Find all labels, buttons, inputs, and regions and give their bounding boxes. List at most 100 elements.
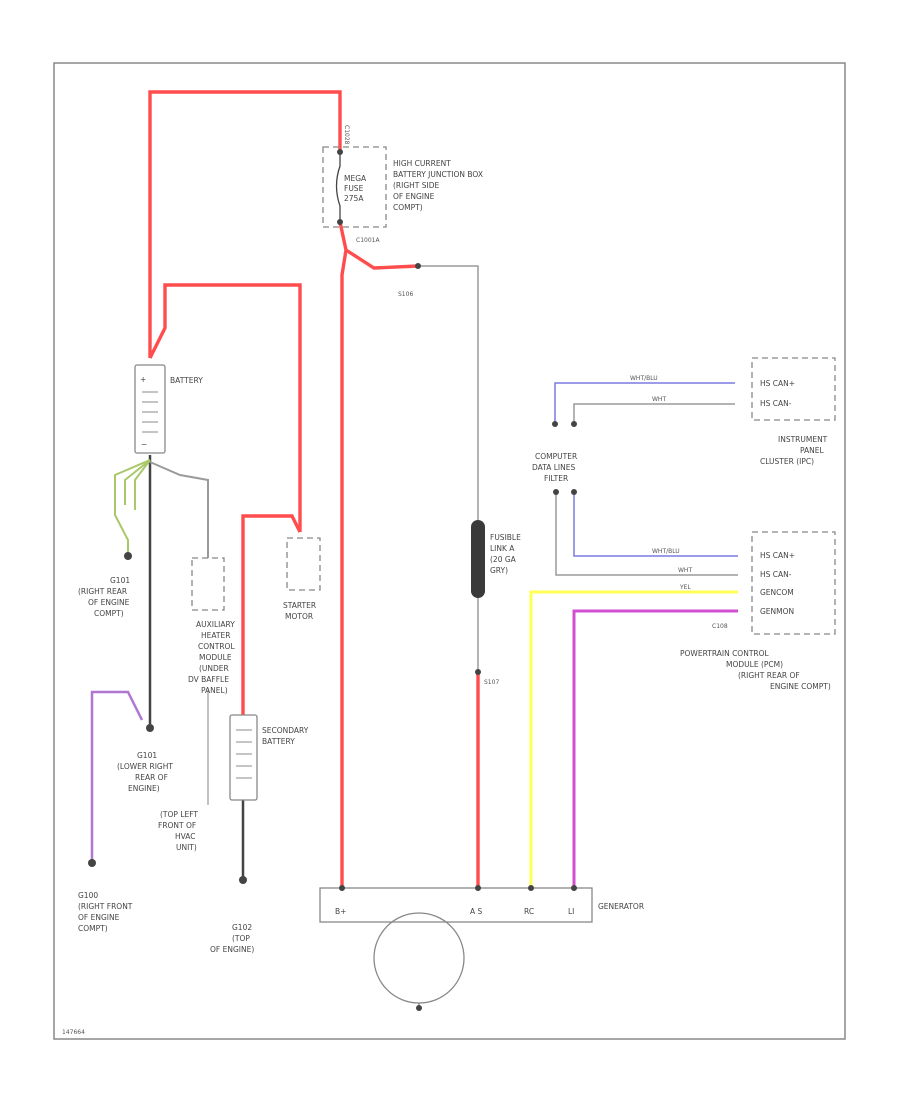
svg-text:OF ENGINE: OF ENGINE: [88, 598, 130, 607]
svg-text:HS CAN+: HS CAN+: [760, 379, 795, 388]
junction-box-label-1: HIGH CURRENT: [393, 159, 451, 168]
svg-text:INSTRUMENT: INSTRUMENT: [778, 435, 828, 444]
svg-text:A S: A S: [470, 907, 483, 916]
svg-text:(LOWER RIGHT: (LOWER RIGHT: [117, 762, 173, 771]
svg-text:GRY): GRY): [490, 566, 508, 575]
filter-to-pcm-gray-wire: [555, 492, 738, 576]
starter-motor: STARTER MOTOR: [283, 537, 321, 621]
generator-label: GENERATOR: [598, 902, 644, 911]
svg-text:POWERTRAIN CONTROL: POWERTRAIN CONTROL: [680, 649, 770, 658]
battery-positive-red-wire: [148, 90, 342, 358]
pcm-to-generator-rc-yellow-wire: [529, 590, 738, 888]
s107-label: S107: [484, 679, 499, 686]
computer-data-lines-filter: COMPUTER DATA LINES FILTER: [532, 421, 577, 495]
svg-text:PANEL): PANEL): [201, 686, 228, 695]
svg-text:DATA LINES: DATA LINES: [532, 463, 575, 472]
starter-label-1: STARTER: [283, 601, 316, 610]
generator: B+ A S RC LI GENERATOR: [319, 885, 644, 1011]
svg-text:HS CAN-: HS CAN-: [760, 399, 792, 408]
powertrain-control-module: HS CAN+ HS CAN- GENCOM GENMON POWERTRAIN…: [680, 531, 836, 691]
s106-splice: [415, 263, 421, 269]
svg-text:RC: RC: [524, 907, 534, 916]
g100-to-g101-purple-wire: [90, 690, 144, 863]
g101-ground-point: [124, 552, 132, 560]
fusible-link: FUSIBLE LINK A (20 GA GRY): [471, 520, 521, 598]
svg-text:HS CAN+: HS CAN+: [760, 551, 795, 560]
secondary-battery: SECONDARY BATTERY: [229, 714, 309, 801]
junction-box-label-4: OF ENGINE: [393, 192, 435, 201]
svg-text:MODULE: MODULE: [199, 653, 232, 662]
svg-text:WHT/BLU: WHT/BLU: [630, 375, 658, 382]
svg-text:(TOP: (TOP: [232, 934, 250, 943]
svg-text:OF ENGINE): OF ENGINE): [210, 945, 254, 954]
high-current-junction-box: MEGA FUSE 275A HIGH CURRENT BATTERY JUNC…: [322, 146, 483, 228]
svg-text:REAR OF: REAR OF: [135, 773, 168, 782]
battery-label: BATTERY: [170, 376, 203, 385]
svg-text:+: +: [140, 375, 146, 384]
svg-text:FRONT OF: FRONT OF: [158, 821, 196, 830]
mega-fuse-label-1: MEGA: [344, 174, 367, 183]
auxiliary-heater-control-module: AUXILIARY HEATER CONTROL MODULE (UNDER D…: [188, 557, 235, 695]
svg-text:−: −: [141, 440, 147, 449]
svg-text:BATTERY: BATTERY: [262, 737, 295, 746]
svg-text:COMPUTER: COMPUTER: [535, 452, 577, 461]
diagram-frame: [53, 62, 846, 1040]
battery: + − BATTERY: [134, 364, 203, 454]
junction-box-label-3: (RIGHT SIDE: [393, 181, 440, 190]
grounds: G101 (RIGHT REAR OF ENGINE COMPT) G101 (…: [78, 552, 254, 954]
junction-to-generator-red-wire: [338, 221, 348, 888]
svg-text:UNIT): UNIT): [176, 843, 197, 852]
svg-text:(20 GA: (20 GA: [490, 555, 517, 564]
svg-text:(RIGHT REAR: (RIGHT REAR: [78, 587, 127, 596]
svg-text:YEL: YEL: [679, 584, 691, 591]
svg-text:G101: G101: [137, 751, 157, 760]
svg-text:ENGINE COMPT): ENGINE COMPT): [770, 682, 831, 691]
battery-to-aux-heater-gray-wire: [149, 461, 209, 558]
s106-label: S106: [398, 291, 413, 298]
battery-to-g101-green-wires: [114, 459, 151, 555]
g101-lower-ground-point: [146, 724, 154, 732]
filter-to-ipc-gray-wire: [573, 403, 735, 424]
svg-text:WHT: WHT: [652, 396, 666, 403]
svg-text:GENCOM: GENCOM: [760, 588, 794, 597]
junction-box-label-5: COMPT): [393, 203, 423, 212]
g102-ground-point: [239, 876, 247, 884]
svg-text:(TOP LEFT: (TOP LEFT: [160, 810, 198, 819]
svg-text:(RIGHT FRONT: (RIGHT FRONT: [78, 902, 133, 911]
c1001a-label: C1001A: [356, 237, 380, 244]
pcm-to-generator-li-magenta-wire: [572, 609, 738, 888]
battery-to-starter-red-wire: [148, 283, 302, 532]
junction-to-s106-red-wire: [345, 248, 419, 270]
svg-text:FUSIBLE: FUSIBLE: [490, 533, 521, 542]
starter-to-secondary-battery-red-wire: [241, 514, 302, 715]
svg-text:CLUSTER (IPC): CLUSTER (IPC): [760, 457, 814, 466]
filter-to-ipc-blue-wire: [554, 382, 735, 424]
svg-text:G100: G100: [78, 891, 98, 900]
svg-text:COMPT): COMPT): [78, 924, 108, 933]
s106-to-fusible-link-gray-wire: [418, 265, 479, 520]
svg-text:HS CAN-: HS CAN-: [760, 570, 792, 579]
c1028-label: C1028: [343, 125, 350, 145]
instrument-panel-cluster: HS CAN+ HS CAN- INSTRUMENT PANEL CLUSTER…: [751, 357, 836, 466]
svg-text:FILTER: FILTER: [544, 474, 568, 483]
svg-text:MODULE (PCM): MODULE (PCM): [726, 660, 783, 669]
svg-text:LINK A: LINK A: [490, 544, 515, 553]
svg-text:WHT: WHT: [678, 567, 692, 574]
wires: [90, 90, 738, 888]
g100-ground-point: [88, 859, 96, 867]
svg-text:C108: C108: [712, 623, 728, 630]
svg-text:SECONDARY: SECONDARY: [262, 726, 309, 735]
mega-fuse-label-2: FUSE: [344, 184, 364, 193]
junction-box-label-2: BATTERY JUNCTION BOX: [393, 170, 483, 179]
svg-text:PANEL: PANEL: [800, 446, 825, 455]
svg-text:ENGINE): ENGINE): [128, 784, 160, 793]
svg-text:LI: LI: [568, 907, 574, 916]
svg-text:OF ENGINE: OF ENGINE: [78, 913, 120, 922]
mega-fuse-label-3: 275A: [344, 194, 364, 203]
svg-text:(RIGHT REAR OF: (RIGHT REAR OF: [738, 671, 800, 680]
svg-text:COMPT): COMPT): [94, 609, 124, 618]
svg-text:GENMON: GENMON: [760, 607, 794, 616]
svg-text:DV BAFFLE: DV BAFFLE: [188, 675, 229, 684]
svg-text:B+: B+: [335, 907, 346, 916]
